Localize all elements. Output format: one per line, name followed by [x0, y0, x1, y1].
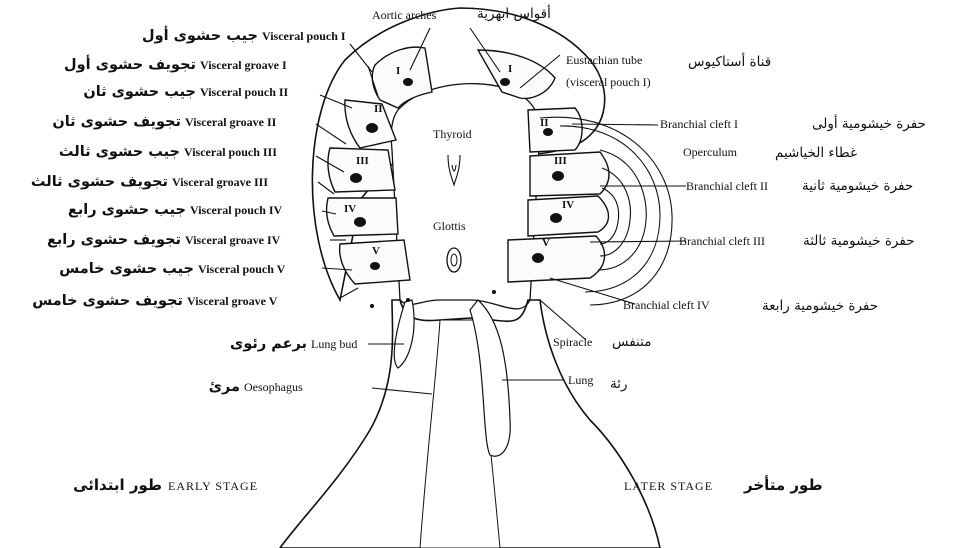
visceral-groove-4-ar: تجويف حشوى رابع — [47, 232, 181, 248]
later-stage-en: LATER STAGE — [624, 479, 713, 493]
operculum-ar: غطاء الخياشيم — [775, 145, 857, 161]
right-arch-2 — [528, 108, 582, 152]
svg-text:III: III — [356, 155, 369, 167]
lung-bud — [394, 300, 414, 368]
svg-text:II: II — [540, 117, 549, 129]
svg-text:III: III — [554, 155, 567, 167]
branchial-cleft-2-en: Branchial cleft II — [686, 179, 768, 193]
spiracle-en: Spiracle — [553, 335, 592, 349]
visceral-pouch-5-en: Visceral pouch V — [198, 262, 286, 276]
lung-bud-ar: برعم رئوى — [230, 336, 307, 352]
aortic-arches-label-en: Aortic arches — [372, 8, 437, 22]
visceral-groove-5-en: Visceral groave V — [187, 294, 278, 308]
branchial-cleft-3-ar: حفرة خيشومية ثالثة — [803, 233, 915, 249]
visceral-pouch-1-ar: جيب حشوى أول — [142, 26, 258, 44]
lung-ar: رئة — [610, 376, 628, 392]
visceral-pouch-2-en: Visceral pouch II — [200, 85, 289, 99]
lung-en: Lung — [568, 373, 593, 387]
spiracle-ar: متنفس — [612, 334, 651, 350]
svg-text:I: I — [396, 65, 400, 77]
eustachian-tube-label-ar: قناة أستاكيوس — [688, 52, 771, 70]
thyroid-label: Thyroid — [433, 127, 472, 141]
visceral-groove-2-ar: تجويف حشوى ثان — [52, 114, 181, 130]
branchial-cleft-1-en: Branchial cleft I — [660, 117, 738, 131]
early-stage-en: EARLY STAGE — [168, 479, 258, 493]
visceral-pouch-4-ar: جيب حشوى رابع — [68, 202, 186, 218]
oesophagus-en: Oesophagus — [244, 380, 303, 394]
svg-text:IV: IV — [562, 199, 574, 211]
aortic-arches-label-ar: أقواس ابهرية — [477, 4, 551, 22]
later-stage-ar: طور متأخر — [743, 475, 823, 494]
branchial-cleft-4-ar: حفرة خيشومية رابعة — [762, 298, 878, 314]
visceral-pouch-2-ar: جيب حشوى ثان — [83, 84, 196, 100]
branchial-cleft-2-ar: حفرة خيشومية ثانية — [802, 178, 913, 194]
early-stage-ar: طور ابتدائى — [73, 476, 162, 494]
eustachian-tube-label-en: Eustachian tube — [566, 53, 642, 67]
right-arch-3 — [530, 152, 609, 196]
left-labels: جيب حشوى أول Visceral pouch I تجويف حشوى… — [31, 26, 357, 395]
branchial-cleft-4-en: Branchial cleft IV — [623, 298, 710, 312]
visceral-pouch-5-ar: جيب حشوى خامس — [59, 261, 194, 277]
oesophagus-ar: مرئ — [209, 379, 240, 395]
right-arch-5 — [508, 236, 605, 282]
visceral-groove-2-en: Visceral groave II — [185, 115, 277, 129]
right-labels: Branchial cleft I حفرة خيشومية أولى Oper… — [553, 114, 926, 392]
visceral-groove-5-ar: تجويف حشوى خامس — [32, 293, 183, 309]
visceral-groove-1-ar: تجويف حشوى أول — [64, 55, 196, 73]
branchial-cleft-1-ar: حفرة خيشومية أولى — [812, 114, 926, 132]
svg-text:I: I — [508, 63, 512, 75]
svg-text:V: V — [542, 237, 550, 249]
branchial-cleft-3-en: Branchial cleft III — [679, 234, 765, 248]
svg-text:V: V — [372, 245, 380, 257]
visceral-pouch-3-en: Visceral pouch III — [184, 145, 277, 159]
visceral-groove-3-en: Visceral groave III — [172, 175, 268, 189]
visceral-pouch-4-en: Visceral pouch IV — [190, 203, 283, 217]
visceral-groove-4-en: Visceral groave IV — [185, 233, 281, 247]
visceral-pouch-1-en: Visceral pouch I — [262, 29, 346, 43]
visceral-pouch-3-ar: جيب حشوى ثالث — [59, 144, 180, 160]
left-pouch-4 — [326, 198, 398, 236]
eustachian-tube-sublabel: (visceral pouch I) — [566, 75, 651, 89]
visceral-groove-3-ar: تجويف حشوى ثالث — [31, 174, 168, 190]
visceral-groove-1-en: Visceral groave I — [200, 58, 287, 72]
svg-text:II: II — [374, 103, 383, 115]
operculum-en: Operculum — [683, 145, 738, 159]
lung-bud-en: Lung bud — [311, 337, 357, 351]
glottis-label: Glottis — [433, 219, 466, 233]
svg-text:IV: IV — [344, 203, 356, 215]
